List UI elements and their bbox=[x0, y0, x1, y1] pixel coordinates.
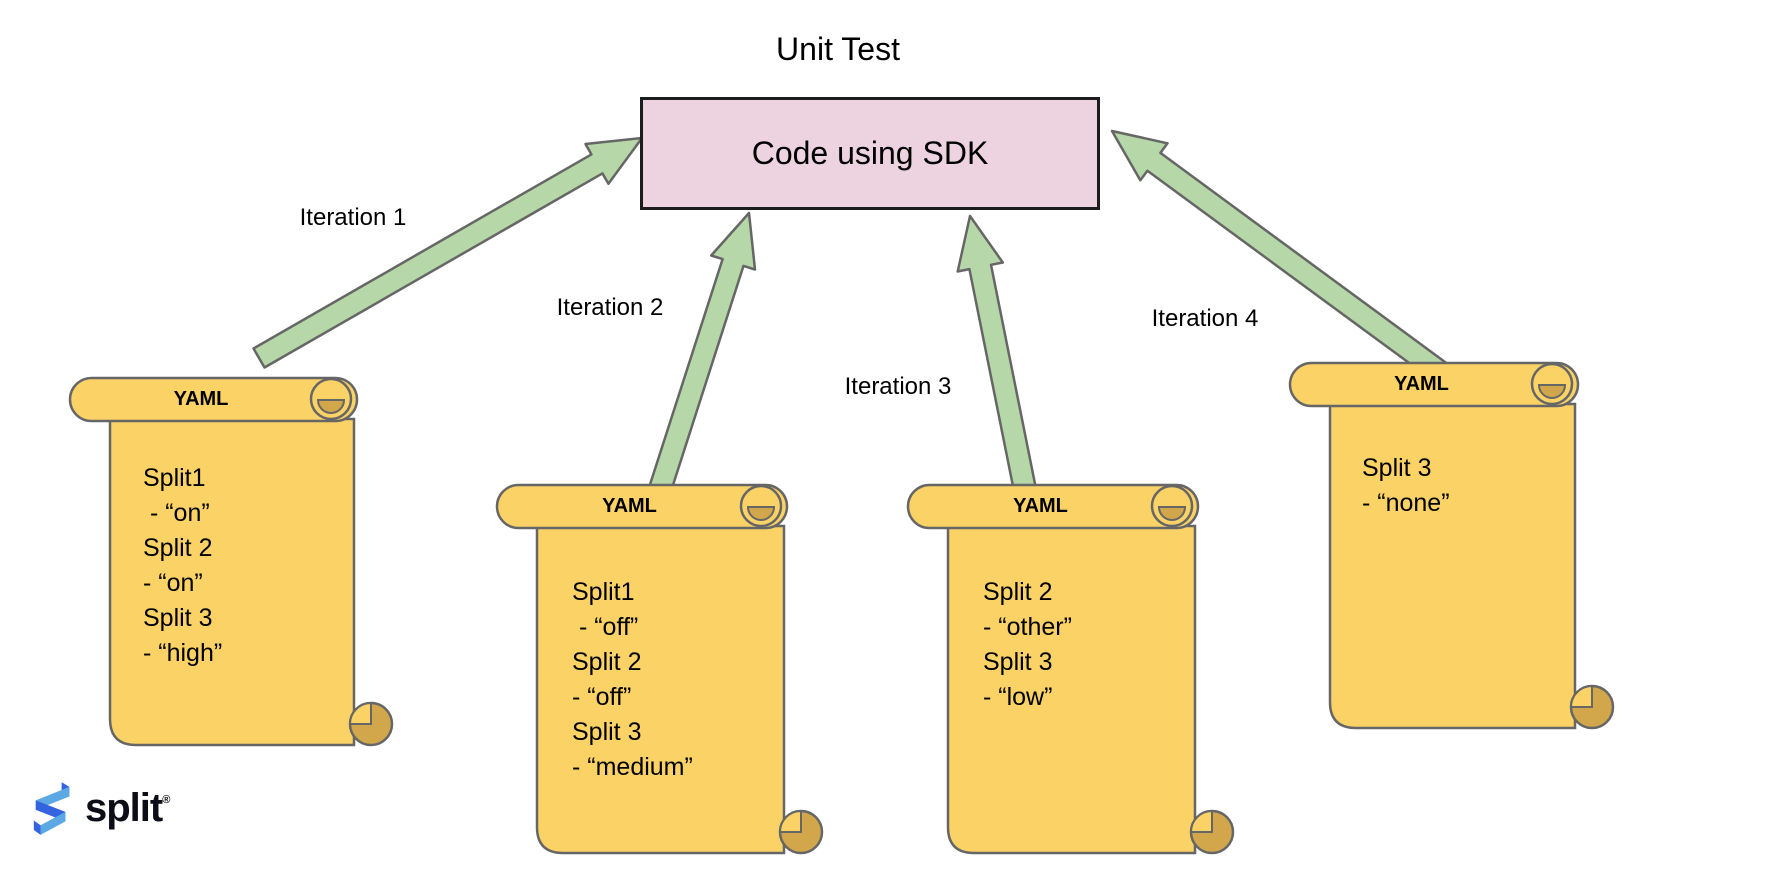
registered-mark: ® bbox=[162, 794, 171, 806]
yaml-line: Split 2 bbox=[983, 578, 1053, 606]
yaml-line: Split 3 bbox=[143, 604, 213, 632]
scroll-top-curl-fold bbox=[1157, 506, 1187, 521]
yaml-line: Split 3 bbox=[1362, 454, 1432, 482]
scroll-banner bbox=[68, 376, 359, 423]
scroll-bottom-curl-fold bbox=[778, 809, 802, 833]
yaml-line: - “medium” bbox=[572, 753, 693, 781]
yaml-line: - “on” bbox=[143, 569, 203, 597]
yaml-scroll-2-shape bbox=[495, 483, 824, 855]
yaml-scroll-4-header: YAML bbox=[1394, 373, 1449, 395]
yaml-line: Split 3 bbox=[572, 718, 642, 746]
yaml-line: - “low” bbox=[983, 683, 1053, 711]
yaml-scroll-4-lines: Split 3 - “none” bbox=[1362, 451, 1450, 521]
yaml-scroll-2-lines: Split1 - “off” Split 2 - “off” Split 3 - “me… bbox=[572, 575, 693, 785]
edge-label-iteration-4: Iteration 4 bbox=[1151, 305, 1259, 332]
split-logo: split® bbox=[30, 780, 170, 836]
scroll-body bbox=[535, 524, 786, 855]
scroll-body bbox=[1328, 402, 1577, 730]
yaml-scroll-3-shape bbox=[906, 483, 1235, 855]
scroll-body bbox=[108, 417, 356, 747]
scroll-body bbox=[946, 524, 1197, 855]
split-logo-icon bbox=[33, 782, 70, 835]
yaml-line: Split 2 bbox=[572, 648, 642, 676]
edge-label-iteration-2: Iteration 2 bbox=[556, 294, 664, 321]
sdk-box-label: Code using SDK bbox=[751, 135, 989, 171]
iteration-arrow-1 bbox=[252, 136, 644, 369]
iteration-arrow-3 bbox=[956, 214, 1040, 504]
yaml-line: - “none” bbox=[1362, 489, 1450, 517]
yaml-line: Split 2 bbox=[143, 534, 213, 562]
scroll-bottom-curl-fold bbox=[1569, 684, 1593, 708]
yaml-line: Split 3 bbox=[983, 648, 1053, 676]
yaml-scroll-1-shape bbox=[68, 376, 394, 747]
yaml-line: Split1 bbox=[572, 578, 635, 606]
iteration-arrow-2 bbox=[643, 211, 757, 510]
yaml-line: Split1 bbox=[143, 464, 206, 492]
yaml-scroll-3-lines: Split 2 - “other” Split 3 - “low” bbox=[983, 575, 1072, 715]
yaml-scroll-3-header: YAML bbox=[1013, 495, 1068, 517]
scroll-banner bbox=[495, 483, 789, 530]
yaml-line: - “high” bbox=[143, 639, 223, 667]
scroll-top-curl-fold bbox=[1537, 384, 1567, 399]
yaml-line: - “off” bbox=[572, 613, 639, 641]
scroll-banner bbox=[906, 483, 1200, 530]
scroll-banner bbox=[1288, 361, 1580, 408]
edge-label-iteration-1: Iteration 1 bbox=[299, 204, 407, 231]
yaml-scroll-4-shape bbox=[1288, 361, 1615, 730]
split-logo-wordmark: split® bbox=[85, 786, 171, 830]
yaml-line: - “on” bbox=[143, 499, 210, 527]
yaml-scroll-1-lines: Split1 - “on” Split 2 - “on” Split 3 - “high… bbox=[143, 461, 222, 671]
yaml-scroll-1-header: YAML bbox=[173, 388, 229, 410]
yaml-scroll-2-header: YAML bbox=[602, 495, 657, 517]
scroll-bottom-curl-fold bbox=[1189, 809, 1213, 833]
scroll-top-curl-fold bbox=[746, 506, 776, 521]
scroll-top-curl-fold bbox=[316, 399, 346, 414]
iteration-arrow-4 bbox=[1110, 129, 1448, 383]
scroll-bottom-curl-fold bbox=[348, 701, 372, 725]
yaml-line: - “other” bbox=[983, 613, 1072, 641]
yaml-line: - “off” bbox=[572, 683, 632, 711]
edge-label-iteration-3: Iteration 3 bbox=[844, 373, 952, 400]
sdk-box: Code using SDK bbox=[640, 97, 1100, 210]
diagram-title: Unit Test bbox=[776, 31, 900, 67]
